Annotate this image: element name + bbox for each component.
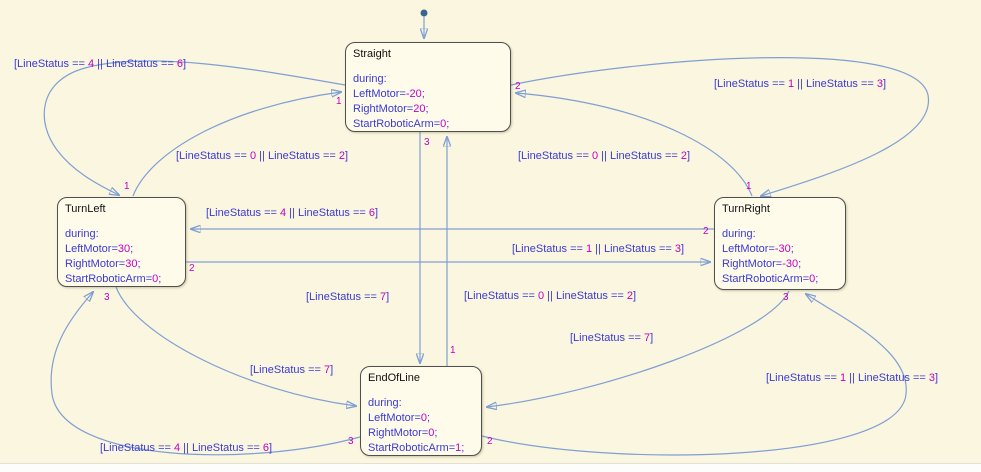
- state-action-line: StartRoboticArm=0;: [65, 273, 162, 285]
- state-action-line: RightMotor=20;: [353, 103, 429, 115]
- transition-order-badge: 1: [336, 96, 342, 107]
- transition-order-badge: 1: [450, 345, 456, 356]
- default-transition-dot[interactable]: [420, 9, 428, 17]
- state-action-line: RightMotor=-30;: [722, 258, 802, 270]
- state-action-line: during:: [368, 397, 402, 409]
- transition-endofline-to-turnright[interactable]: [481, 294, 907, 456]
- transition-label-endofline-to-turnright[interactable]: [LineStatus == 1 || LineStatus == 3]: [766, 372, 939, 384]
- transition-order-badge: 3: [424, 137, 430, 148]
- transition-straight-to-turnright[interactable]: [510, 57, 929, 196]
- transition-label-turnright-to-endofline[interactable]: [LineStatus == 7]: [570, 332, 654, 344]
- transition-label-turnright-to-straight[interactable]: [LineStatus == 0 || LineStatus == 2]: [518, 150, 691, 162]
- transition-label-straight-to-turnleft[interactable]: [LineStatus == 4 || LineStatus == 6]: [14, 58, 187, 70]
- state-action-line: StartRoboticArm=0;: [353, 118, 450, 130]
- state-action-line: LeftMotor=-30;: [722, 243, 794, 255]
- state-action-line: StartRoboticArm=0;: [722, 273, 819, 285]
- transition-order-badge: 3: [783, 292, 789, 303]
- transition-order-badge: 3: [348, 436, 354, 447]
- state-action-line: during:: [65, 228, 99, 240]
- state-action-line: LeftMotor=30;: [65, 243, 134, 255]
- transition-order-badge: 2: [703, 226, 709, 237]
- transition-order-badge: 1: [124, 181, 130, 192]
- state-action-line: during:: [722, 228, 756, 240]
- transition-turnright-to-endofline[interactable]: [487, 290, 790, 407]
- state-action-line: StartRoboticArm=1;: [368, 442, 465, 454]
- state-turnleft[interactable]: TurnLeft during: LeftMotor=30; RightMoto…: [57, 197, 186, 287]
- state-endofline[interactable]: EndOfLine during: LeftMotor=0; RightMoto…: [360, 366, 482, 456]
- transition-label-turnleft-to-straight[interactable]: [LineStatus == 0 || LineStatus == 2]: [176, 150, 349, 162]
- state-title: TurnLeft: [65, 203, 106, 215]
- state-action-line: during:: [353, 73, 387, 85]
- transition-label-endofline-to-straight[interactable]: [LineStatus == 0 || LineStatus == 2]: [464, 290, 637, 302]
- state-title: Straight: [353, 48, 391, 60]
- state-action-line: RightMotor=0;: [368, 427, 438, 439]
- transition-order-badge: 2: [515, 81, 521, 92]
- transition-label-turnleft-to-turnright[interactable]: [LineStatus == 1 || LineStatus == 3]: [512, 243, 685, 255]
- state-action-line: RightMotor=30;: [65, 258, 141, 270]
- state-title: TurnRight: [722, 203, 770, 215]
- transition-label-endofline-to-turnleft[interactable]: [LineStatus == 4 || LineStatus == 6]: [100, 442, 273, 454]
- transition-turnleft-to-endofline[interactable]: [115, 286, 356, 406]
- state-action-line: LeftMotor=0;: [368, 412, 431, 424]
- transition-label-turnright-to-turnleft[interactable]: [LineStatus == 4 || LineStatus == 6]: [206, 207, 379, 219]
- state-action-line: LeftMotor=-20;: [353, 88, 425, 100]
- transition-label-turnleft-to-endofline[interactable]: [LineStatus == 7]: [250, 364, 334, 376]
- state-title: EndOfLine: [368, 372, 420, 384]
- canvas-bottom-edge: [0, 463, 981, 472]
- state-turnright[interactable]: TurnRight during: LeftMotor=-30; RightMo…: [714, 197, 846, 290]
- transition-order-badge: 3: [104, 292, 110, 303]
- transition-order-badge: 2: [189, 263, 195, 274]
- transition-straight-to-turnleft[interactable]: [43, 60, 346, 195]
- transition-endofline-to-turnleft[interactable]: [50, 292, 361, 456]
- transition-label-straight-to-turnright[interactable]: [LineStatus == 1 || LineStatus == 3]: [714, 78, 887, 90]
- transition-label-straight-to-endofline[interactable]: [LineStatus == 7]: [306, 291, 390, 303]
- transition-order-badge: 2: [487, 436, 493, 447]
- state-straight[interactable]: Straight during: LeftMotor=-20; RightMot…: [345, 42, 511, 132]
- transition-order-badge: 1: [746, 181, 752, 192]
- transition-turnright-to-straight[interactable]: [516, 93, 753, 197]
- transition-turnleft-to-straight[interactable]: [132, 92, 341, 197]
